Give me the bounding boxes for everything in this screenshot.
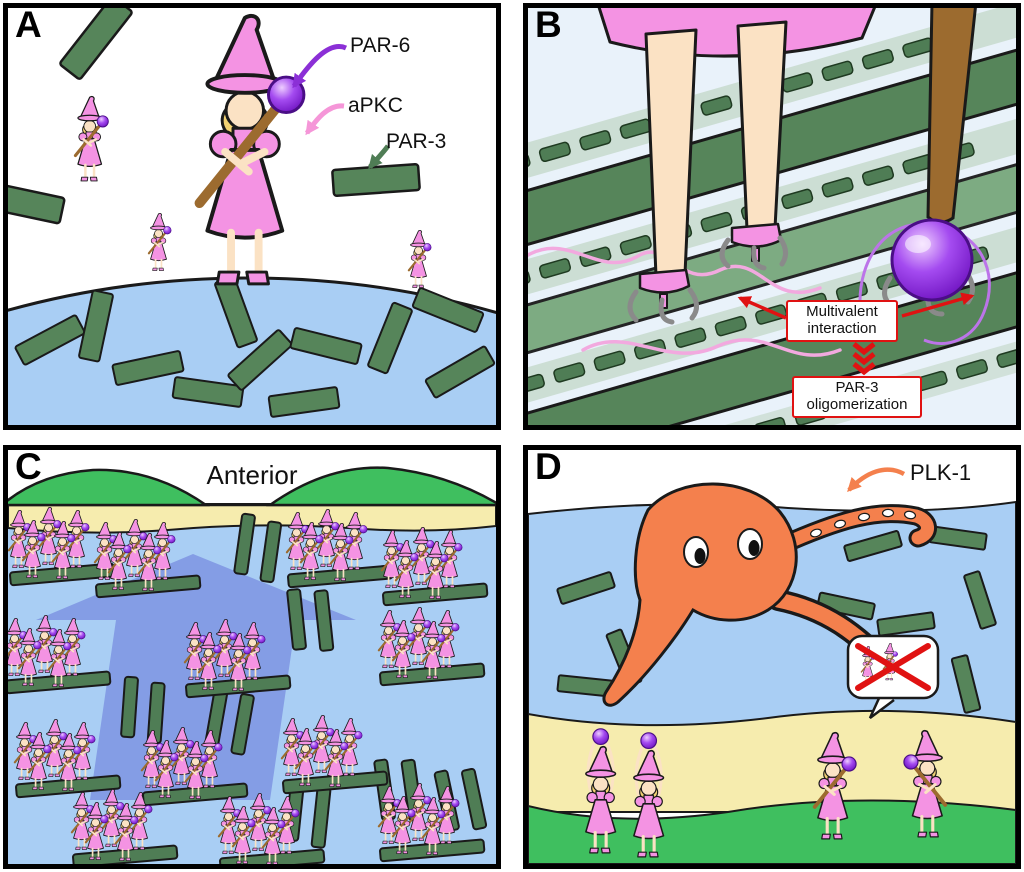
witches-talking <box>812 634 948 841</box>
panel-b: B Multivalent interaction PAR-3 oligomer… <box>523 3 1021 430</box>
red-chevron <box>852 362 876 376</box>
panel-a: A PAR-6 aPKC PAR-3 <box>3 3 501 430</box>
label-par3: PAR-3 <box>386 130 447 153</box>
panel-b-graphic <box>528 8 1016 425</box>
left-shoe <box>638 268 691 294</box>
par6-membrane-outline <box>858 222 991 345</box>
panel-label-a: A <box>15 4 42 45</box>
panel-c-graphic <box>8 450 496 864</box>
callout-multivalent: Multivalent interaction <box>786 300 898 342</box>
label-anterior: Anterior <box>206 460 298 490</box>
legend-arrows <box>291 44 390 170</box>
par6-arrow <box>291 44 348 89</box>
orb-highlight <box>905 235 931 253</box>
red-x <box>855 643 931 691</box>
label-apkc: aPKC <box>348 94 403 117</box>
panel-c: C Anterior <box>3 445 501 869</box>
plk1-arrow <box>847 467 906 493</box>
apkc-arrow <box>304 103 345 136</box>
callout-oligomerization: PAR-3 oligomerization <box>792 376 922 418</box>
par3-bar <box>330 162 422 198</box>
panel-a-graphic <box>8 8 496 425</box>
par3-arrow <box>368 144 390 170</box>
panel-d: D PLK-1 <box>523 445 1021 869</box>
label-par6: PAR-6 <box>350 34 411 57</box>
bubble-tail <box>868 695 895 719</box>
red-chevron <box>852 352 876 366</box>
label-plk1: PLK-1 <box>910 460 972 485</box>
broom-and-orb <box>858 8 991 345</box>
apkc-legs <box>597 8 876 309</box>
par6-orb <box>890 218 974 302</box>
right-shoe <box>730 222 783 248</box>
speech-bubble <box>846 634 940 719</box>
panel-d-graphic <box>528 450 1016 864</box>
tentacle-suckers <box>810 508 917 538</box>
panel-label-b: B <box>535 4 562 45</box>
panel-label-c: C <box>15 446 42 487</box>
par3-plank <box>528 116 1016 386</box>
octopus-pupil <box>694 548 706 564</box>
octopus-pupil <box>748 540 760 556</box>
callout-arrows <box>737 292 975 376</box>
anterior-hills <box>8 466 496 507</box>
red-chevron <box>852 342 876 356</box>
panel-label-d: D <box>535 446 562 487</box>
